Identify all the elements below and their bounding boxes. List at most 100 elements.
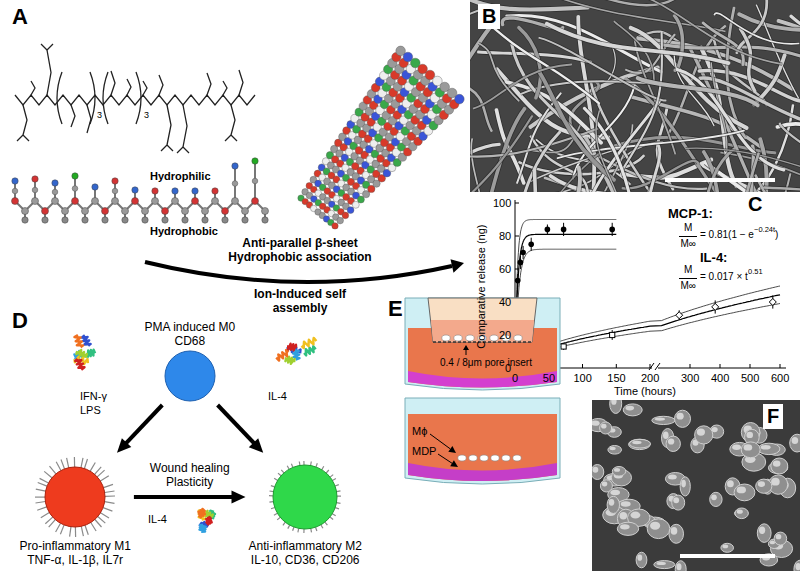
ball-stick-molecule <box>12 158 269 223</box>
surface-spike <box>283 522 285 525</box>
atom <box>12 188 18 194</box>
atom <box>112 198 119 205</box>
side-chain <box>143 81 147 95</box>
data-point <box>545 227 551 233</box>
surface-spike <box>101 513 110 518</box>
formula-part: = 0.017 × t <box>700 271 748 283</box>
side-chain <box>31 81 35 95</box>
side-chain <box>161 145 167 151</box>
arrow-head <box>451 259 465 273</box>
fraction-bar <box>679 278 697 279</box>
macrophage-cell <box>790 434 800 452</box>
atom <box>12 178 18 184</box>
atom <box>42 217 48 223</box>
protein-ribbon <box>304 346 316 355</box>
cell-highlight <box>737 510 743 514</box>
atom <box>122 217 128 223</box>
arrow-line <box>125 405 162 444</box>
fibre-shadow <box>479 43 519 100</box>
surface-spike <box>61 525 65 534</box>
surface-spike <box>330 517 333 520</box>
fibre-shadow <box>757 5 800 156</box>
macrophage-cell <box>623 404 642 416</box>
peptide-illustration <box>12 44 465 229</box>
data-point <box>676 312 683 319</box>
cell-highlight <box>620 512 628 519</box>
fibre-shadow <box>474 65 571 109</box>
macrophage-cell <box>672 495 685 510</box>
atom <box>232 198 239 205</box>
macrophage-cell <box>491 455 499 461</box>
cell-highlight <box>663 431 669 439</box>
surface-spike <box>67 458 69 468</box>
surface-spike <box>81 526 83 536</box>
callout-label: MDP <box>412 445 436 458</box>
assembly-arrow <box>145 262 452 282</box>
surface-spike <box>95 520 102 528</box>
surface-spike <box>271 486 275 487</box>
fibre-atom <box>347 207 354 214</box>
nanofibre <box>596 111 623 192</box>
surface-spike <box>74 457 75 467</box>
surface-spike <box>337 490 341 492</box>
atom <box>222 217 228 223</box>
fibre-atom <box>455 94 465 104</box>
nanofibre <box>677 70 784 170</box>
atom <box>32 176 38 182</box>
side-chain <box>17 135 23 141</box>
cell-highlight <box>744 444 753 450</box>
nanofibre <box>715 13 799 44</box>
axis-tick: 80 <box>499 230 511 243</box>
cell-highlight <box>761 445 771 450</box>
fibre-shadow <box>598 0 682 5</box>
repeat-count: 3 <box>97 110 102 121</box>
axis-tick: 50 <box>543 372 555 385</box>
nanofibre <box>739 154 758 192</box>
cell-highlight <box>620 524 630 529</box>
surface-spike <box>49 520 56 528</box>
fibre-shadow <box>741 29 755 91</box>
cell-highlight <box>668 474 677 479</box>
atom <box>232 163 238 169</box>
data-point <box>518 260 524 266</box>
cell-highlight <box>758 481 765 487</box>
cell-highlight <box>681 480 686 488</box>
side-chain <box>239 70 243 95</box>
callout-label: 0.4 / 8μm pore insert <box>440 357 532 369</box>
side-chain <box>177 147 183 153</box>
node-heading: Pro-inflammatory M1 <box>20 539 131 553</box>
arrow-connector <box>218 405 264 453</box>
macrophage-cell <box>774 532 787 545</box>
surface-spike <box>90 463 95 472</box>
edge-label: Wound healing Plasticity <box>142 461 237 490</box>
atom <box>62 208 69 215</box>
nanofibre <box>638 78 758 105</box>
arrow-head <box>117 438 131 453</box>
fibre-shadow <box>558 168 580 193</box>
surface-spike <box>303 529 304 533</box>
axis-tick: 60 <box>499 263 511 276</box>
self-assembled-fibre <box>298 46 464 229</box>
surface-spike <box>332 514 335 516</box>
protein-ribbon <box>198 509 205 517</box>
fibre-atom <box>342 212 349 219</box>
cell-circle <box>33 455 117 539</box>
surface-spike <box>56 462 61 471</box>
cell-body <box>165 351 215 401</box>
nanofibre <box>535 171 548 192</box>
series-label: IL-4: <box>700 250 727 266</box>
mdp-layer <box>408 463 557 481</box>
repeat-count: 3 <box>144 110 149 121</box>
cell-highlight <box>671 527 678 535</box>
stimulus-label: IL-4 <box>148 513 167 526</box>
atom <box>212 188 218 194</box>
surface-spike <box>310 529 312 533</box>
macrophage-cell <box>721 543 734 552</box>
node-heading: Anti-inflammatory M2 <box>249 539 362 553</box>
macrophage-cell <box>513 455 521 461</box>
cell-highlight <box>593 467 599 473</box>
atom <box>82 217 88 223</box>
axis-tick: 600 <box>771 372 789 385</box>
macrophage-cell <box>600 480 612 492</box>
